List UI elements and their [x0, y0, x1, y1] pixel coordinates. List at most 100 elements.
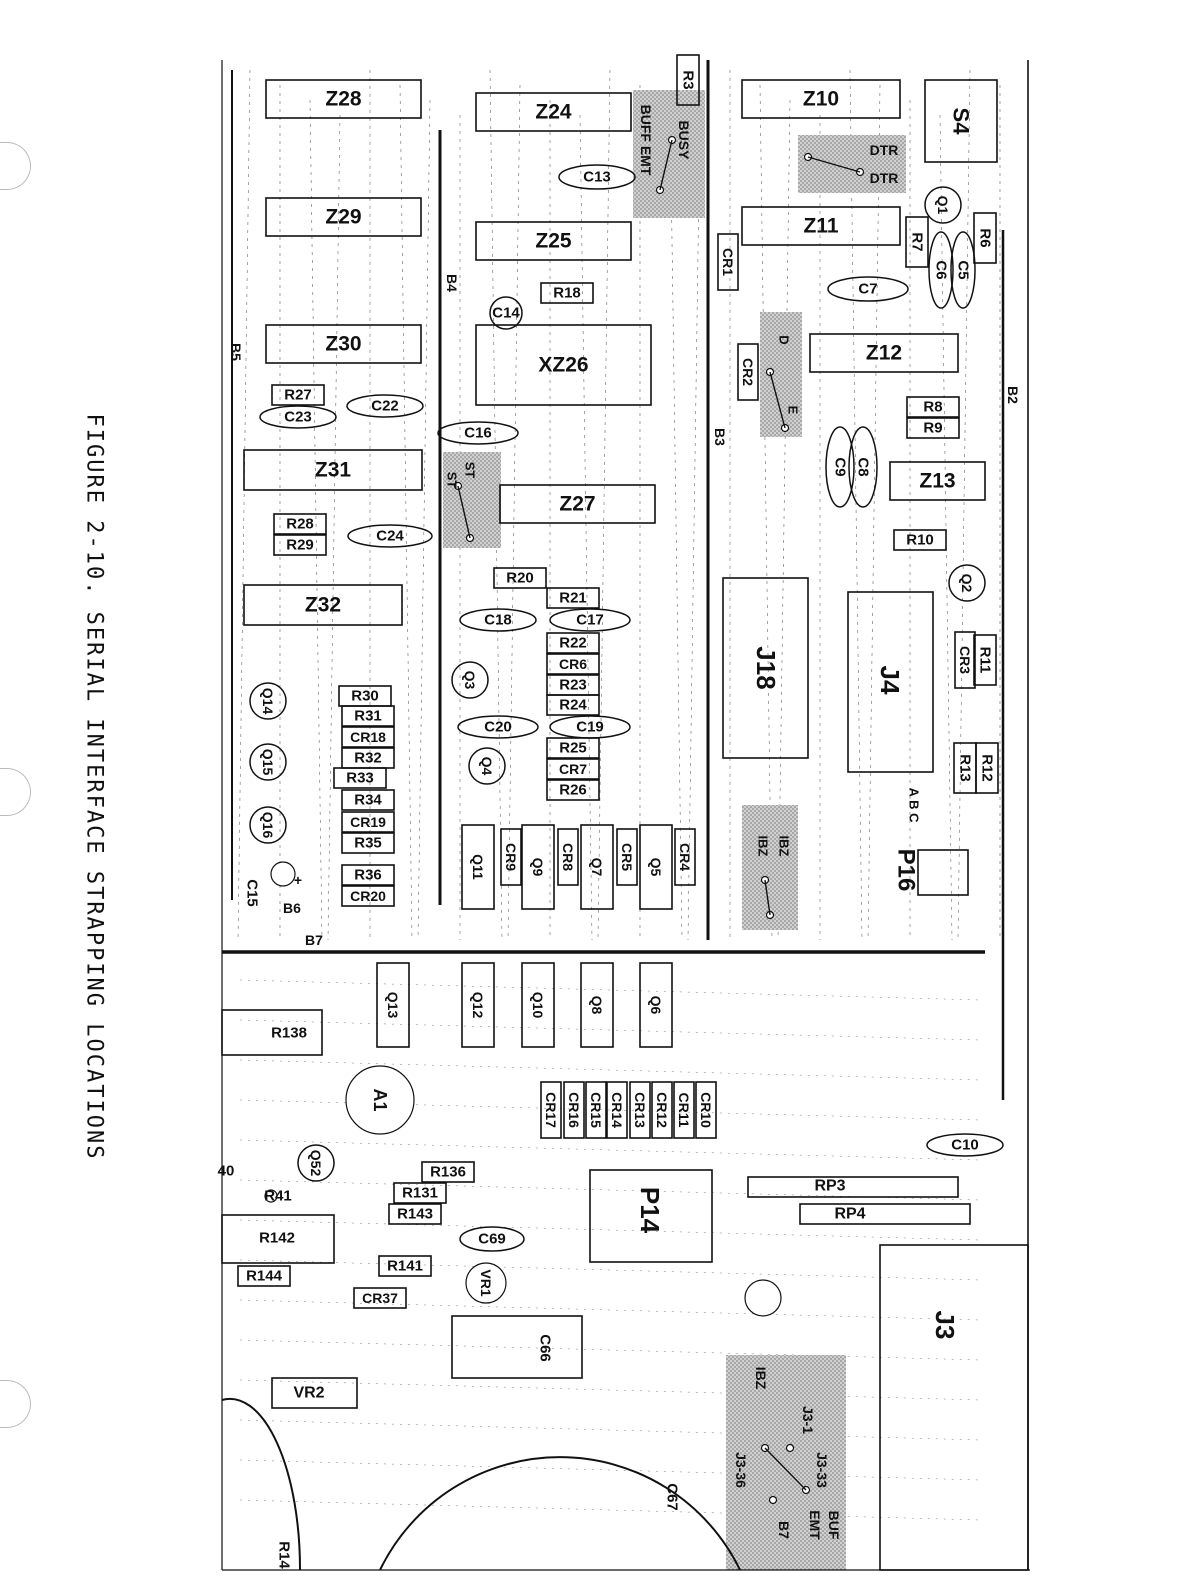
regulator-vr2: [271, 1377, 358, 1409]
capacitor-label-c24: C24: [376, 528, 404, 545]
resistor-label-r141: R141: [387, 1258, 423, 1275]
diode-label-cr11: CR11: [676, 1092, 692, 1127]
capacitor-label-c22: C22: [371, 398, 399, 415]
resistor-r24: [546, 694, 600, 716]
transistor-label-q10: Q10: [530, 992, 546, 1019]
capacitor-label-c23: C23: [284, 409, 312, 426]
strap-label-dtr-1: DTR: [870, 142, 899, 158]
trace: [939, 114, 953, 941]
transistor-label-q15: Q15: [260, 749, 276, 776]
part-label-b7: B7: [305, 932, 323, 948]
resistor-label-r13: R13: [957, 754, 974, 782]
resistor-r27: [271, 384, 325, 406]
resistor-r136: [421, 1161, 475, 1183]
circuit-traces: [237, 69, 1001, 1521]
trace: [759, 84, 773, 941]
jumper-wire: [659, 139, 673, 191]
strap-label-st-2: ST: [445, 472, 460, 489]
jumper-pin-12: [785, 1443, 795, 1453]
diode-cr10: [695, 1081, 717, 1139]
relay-a1-body: [345, 1065, 415, 1135]
transistor-label-q9: Q9: [530, 858, 546, 877]
capacitor-c7: [827, 276, 909, 302]
resistor-label-r142: R142: [259, 1230, 295, 1247]
diode-label-cr10: CR10: [698, 1092, 714, 1128]
strap-zone: [726, 1355, 846, 1570]
capacitor-label-c13: C13: [583, 169, 611, 186]
diode-label-cr7: CR7: [559, 761, 587, 777]
strap-label-e: E: [786, 406, 801, 415]
figure-caption: FIGURE 2-10. SERIAL INTERFACE STRAPPING …: [81, 413, 107, 1161]
strap-label-st-1: ST: [463, 462, 478, 479]
part-label-: +: [294, 872, 302, 888]
resistor-label-r23: R23: [559, 677, 587, 694]
trace: [597, 69, 611, 941]
diode-cr37: [353, 1287, 407, 1309]
transistor-q12: [461, 962, 495, 1048]
transistor-label-q12: Q12: [470, 992, 486, 1019]
connector-p16: [917, 849, 969, 896]
strap-label-b7-strap: B7: [776, 1521, 792, 1539]
ic-label-s4: S4: [949, 108, 974, 136]
capacitor-c14: [489, 296, 523, 330]
transistor-q2: [948, 564, 986, 602]
resistor-r28: [273, 513, 327, 535]
resistor-label-r28: R28: [286, 516, 314, 533]
capacitor-c22: [346, 394, 424, 418]
diode-label-cr6: CR6: [559, 656, 587, 672]
diode-cr5: [616, 828, 638, 886]
resistor-r18: [540, 282, 594, 304]
diode-label-cr8: CR8: [560, 843, 576, 871]
resistor-label-r32: R32: [354, 750, 382, 767]
strap-label-abc: A B C: [907, 788, 922, 824]
diode-cr16: [563, 1081, 585, 1139]
ic-z28: [265, 79, 422, 119]
capacitor-c19: [549, 715, 631, 739]
capacitor-label-c17: C17: [576, 612, 604, 629]
ic-z24: [475, 92, 632, 132]
resistor-r6: [973, 212, 997, 264]
resistor-label-r34: R34: [354, 792, 382, 809]
capacitor-label-c8: C8: [855, 457, 872, 476]
part-label-rp3: RP3: [814, 1178, 845, 1195]
part-label-p16: P16: [893, 849, 920, 892]
ic-label-z27: Z27: [559, 493, 595, 516]
resistor-r34: [341, 789, 395, 811]
part-label-b2: B2: [1005, 386, 1021, 404]
trace: [239, 1099, 981, 1121]
resistor-r33: [333, 767, 387, 789]
diode-cr19: [341, 811, 395, 833]
resistor-r21: [546, 587, 600, 609]
ic-z13: [889, 461, 986, 501]
strap-label-ibz-3: IBZ: [753, 1367, 769, 1390]
ic-label-z25: Z25: [535, 230, 572, 253]
diode-label-cr4: CR4: [677, 843, 693, 871]
resistor-label-r10: R10: [906, 532, 934, 549]
transistor-label-q5: Q5: [648, 858, 664, 877]
strap-label-j3-36: J3-36: [733, 1452, 749, 1488]
transistor-label-q16: Q16: [260, 812, 276, 839]
resistor-label-r3: R3: [680, 70, 697, 89]
diode-label-cr16: CR16: [566, 1092, 582, 1128]
diode-cr14: [606, 1081, 628, 1139]
ic-z10: [741, 79, 901, 119]
resistor-r29: [273, 534, 327, 556]
resistor-r144: [237, 1265, 291, 1287]
resistor-r11: [973, 634, 997, 686]
components: [221, 54, 1030, 1571]
resistor-label-r143: R143: [397, 1206, 433, 1223]
diode-cr17: [540, 1081, 562, 1139]
ic-xz26: [475, 324, 652, 406]
trace: [867, 84, 881, 941]
mounting-hole: [744, 1279, 782, 1317]
resistor-label-r26: R26: [559, 782, 587, 799]
resistor-r41-pad: [264, 1189, 278, 1203]
resistor-label-r35: R35: [354, 835, 382, 852]
diode-label-cr2: CR2: [740, 358, 756, 386]
resistor-label-r18: R18: [553, 285, 581, 302]
part-label-p14: P14: [635, 1187, 665, 1234]
jumper-wire: [807, 156, 861, 173]
part-label-vr2: VR2: [293, 1385, 324, 1402]
trace: [239, 1259, 981, 1281]
resistor-label-r20: R20: [506, 570, 534, 587]
